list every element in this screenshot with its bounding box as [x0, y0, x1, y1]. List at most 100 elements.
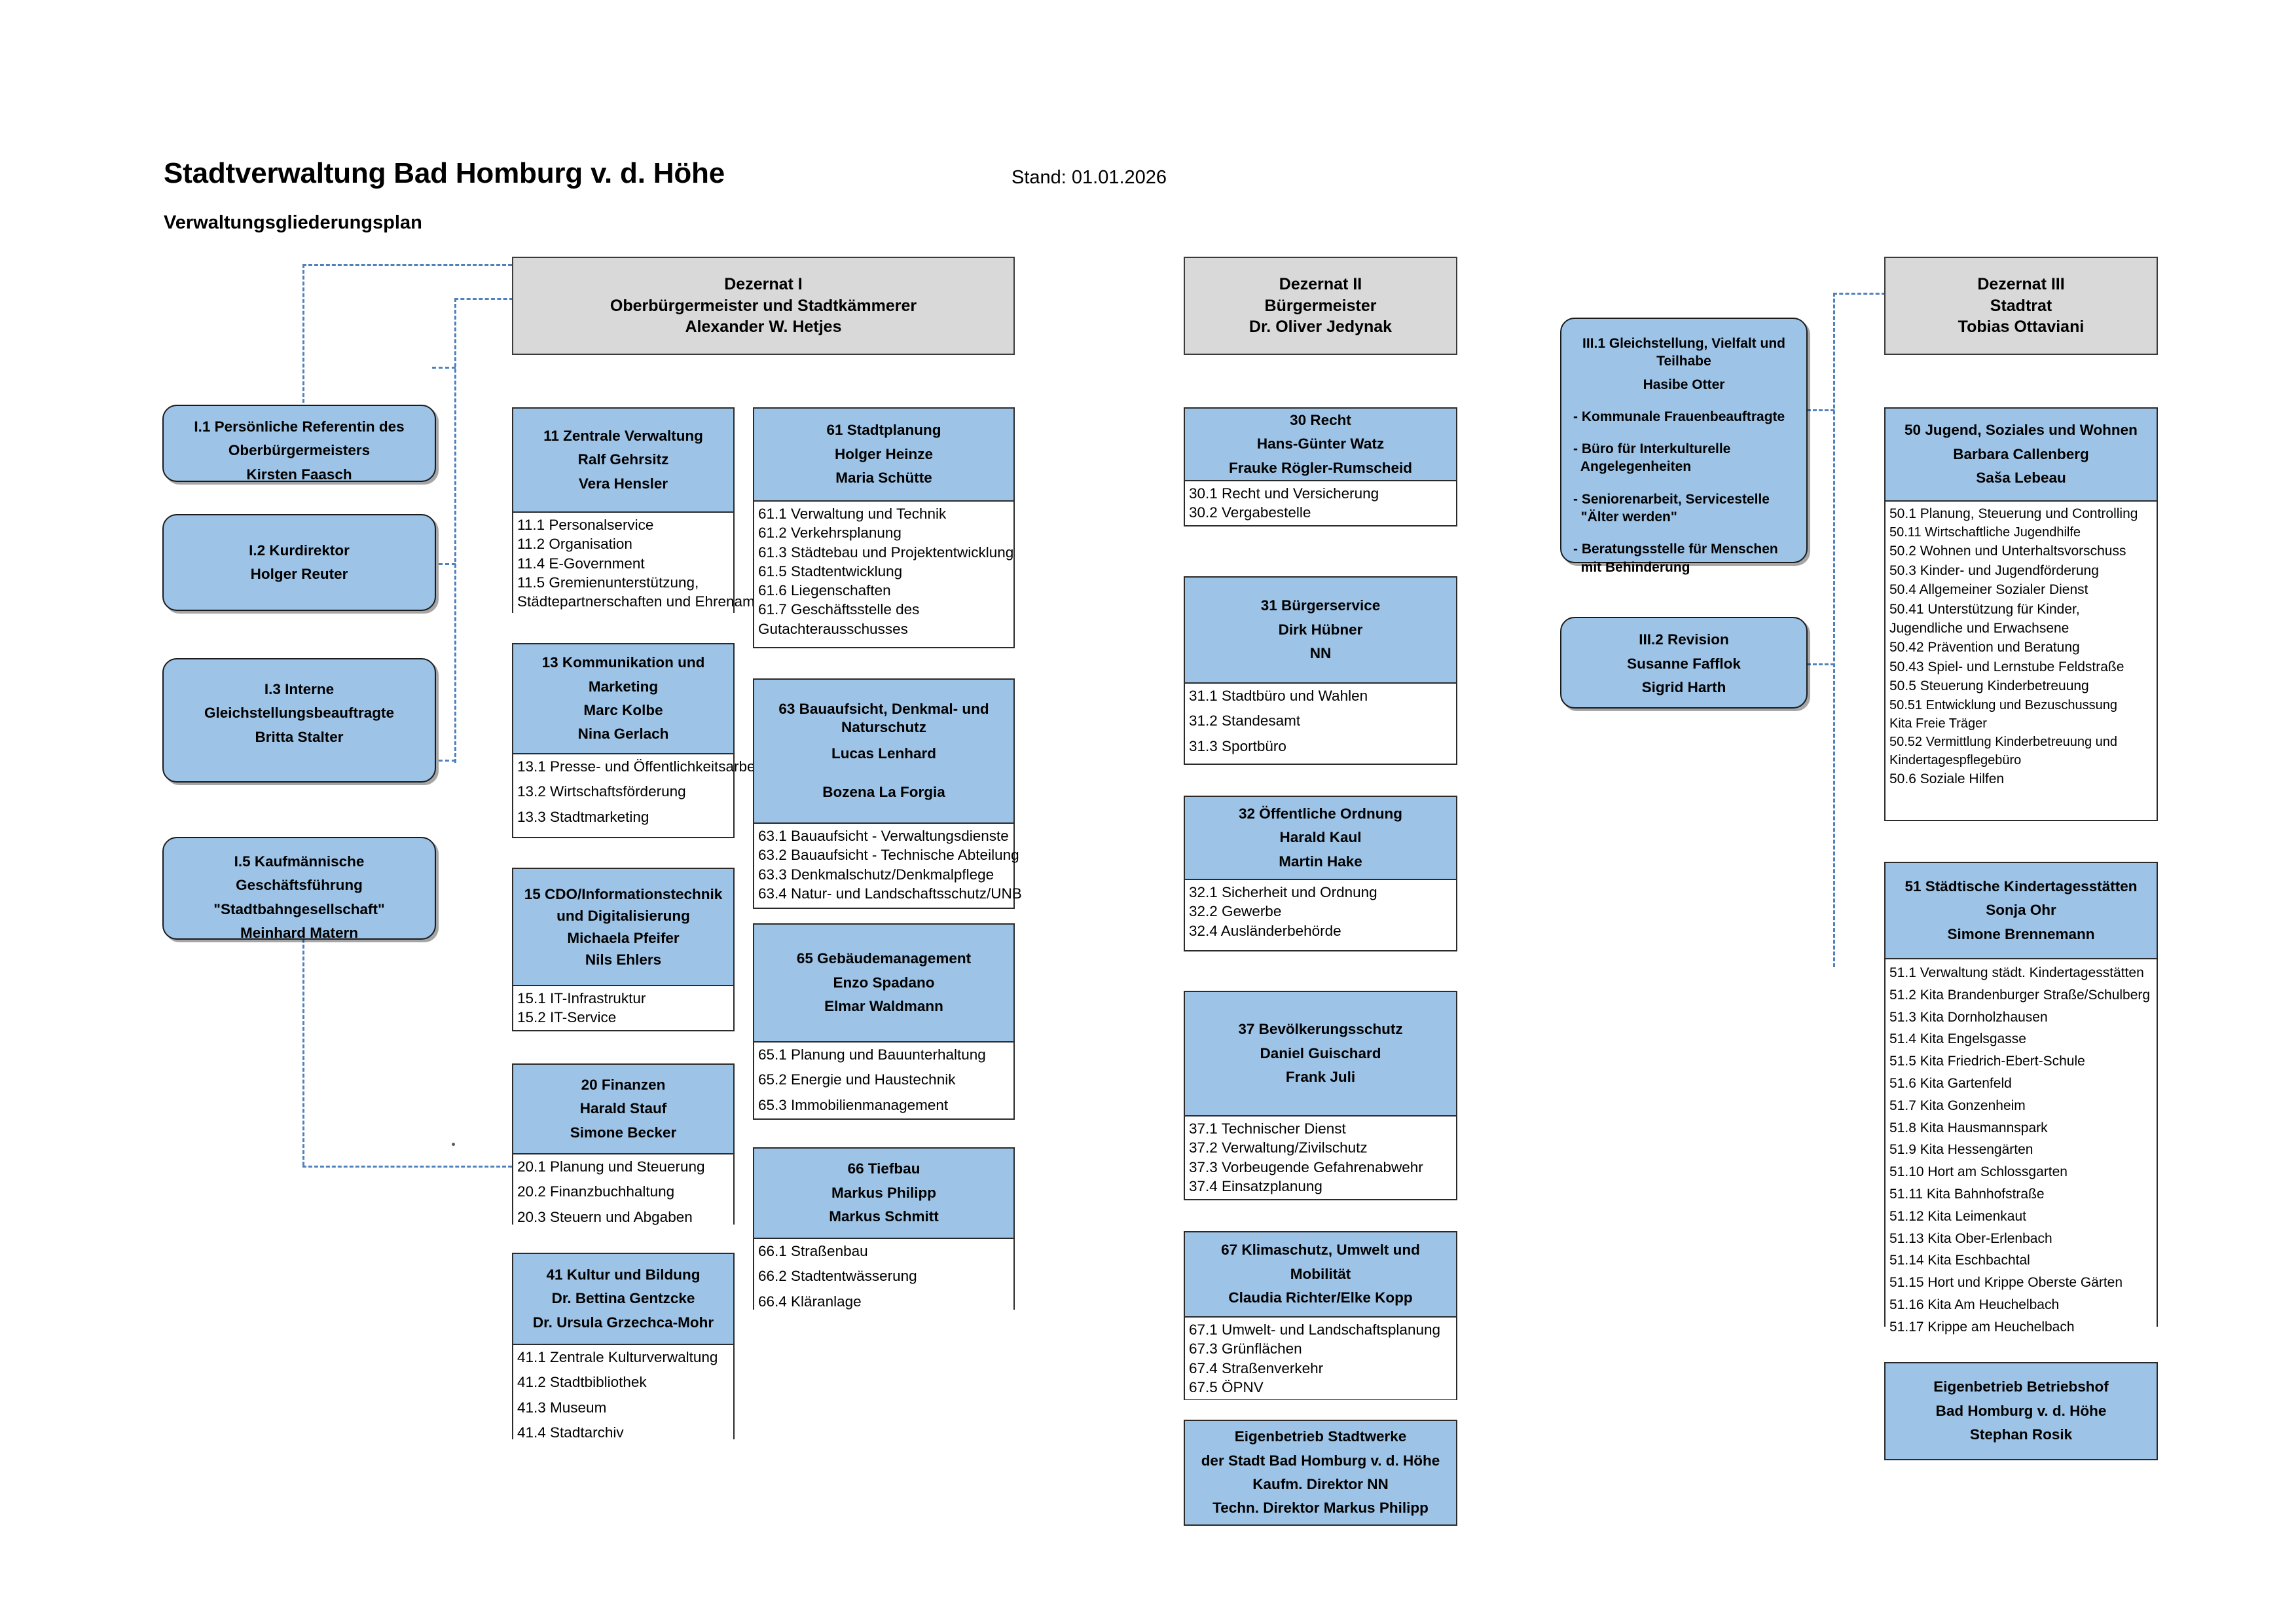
staff-line: Oberbürgermeisters	[228, 442, 371, 459]
unit-item: 50.4 Allgemeiner Sozialer Dienst	[1889, 582, 2088, 598]
unit-41[interactable]: 41 Kultur und Bildung Dr. Bettina Gentzc…	[512, 1253, 735, 1445]
unit-32[interactable]: 32 Öffentliche Ordnung Harald Kaul Marti…	[1184, 796, 1457, 951]
connector	[1833, 293, 1835, 967]
unit-header: 32 Öffentliche Ordnung Harald Kaul Marti…	[1185, 797, 1456, 879]
unit-item: 51.4 Kita Engelsgasse	[1889, 1031, 2026, 1047]
eigenbetrieb-line: Bad Homburg v. d. Höhe	[1935, 1402, 2107, 1419]
unit-item: 11.4 E-Government	[517, 555, 645, 572]
unit-header: 41 Kultur und Bildung Dr. Bettina Gentzc…	[513, 1254, 733, 1344]
unit-item: 61.7 Geschäftsstelle des	[758, 601, 920, 618]
unit-header: 20 Finanzen Harald Stauf Simone Becker	[513, 1065, 733, 1153]
connector	[1807, 409, 1834, 411]
unit-66[interactable]: 66 Tiefbau Markus Philipp Markus Schmitt…	[753, 1147, 1015, 1314]
page-subtitle: Verwaltungsgliederungsplan	[164, 212, 422, 233]
unit-65[interactable]: 65 Gebäudemanagement Enzo Spadano Elmar …	[753, 923, 1015, 1120]
unit-person: Markus Philipp	[831, 1184, 937, 1201]
unit-item: 63.1 Bauaufsicht - Verwaltungsdienste	[758, 828, 1009, 844]
unit-header: 63 Bauaufsicht, Denkmal- und Naturschutz…	[754, 680, 1013, 822]
staff-box-i1[interactable]: I.1 Persönliche Referentin des Oberbürge…	[162, 405, 436, 483]
staff-box-i5[interactable]: I.5 Kaufmännische Geschäftsführung "Stad…	[162, 837, 436, 941]
unit-person: Nils Ehlers	[585, 951, 662, 968]
unit-person: Vera Hensler	[578, 475, 668, 492]
unit-item: 37.4 Einsatzplanung	[1189, 1177, 1322, 1194]
unit-person: Simone Becker	[570, 1124, 677, 1141]
unit-item: 66.2 Stadtentwässerung	[758, 1268, 917, 1285]
unit-title: 66 Tiefbau	[847, 1160, 920, 1177]
unit-item: 31.1 Stadtbüro und Wahlen	[1189, 688, 1368, 704]
staff-line: I.3 Interne Gleichstellungsbeauftragte	[204, 681, 395, 722]
connector	[1807, 663, 1834, 665]
staff-line: I.2 Kurdirektor	[249, 542, 350, 559]
unit-person: Martin Hake	[1279, 853, 1362, 870]
unit-item: 50.2 Wohnen und Unterhaltsvorschuss	[1889, 544, 2126, 559]
unit-items: 61.1 Verwaltung und Technik 61.2 Verkehr…	[754, 500, 1013, 641]
unit-items: 67.1 Umwelt- und Landschaftsplanung 67.3…	[1185, 1316, 1456, 1399]
unit-item: 50.3 Kinder- und Jugendförderung	[1889, 563, 2099, 578]
unit-item: 65.2 Energie und Haustechnik	[758, 1071, 956, 1088]
unit-item: 63.3 Denkmalschutz/Denkmalpflege	[758, 866, 994, 883]
unit-person: NN	[1309, 645, 1332, 662]
unit-item: 31.2 Standesamt	[1189, 712, 1301, 729]
unit-30[interactable]: 30 Recht Hans-Günter Watz Frauke Rögler-…	[1184, 407, 1457, 526]
unit-item: 61.6 Liegenschaften	[758, 582, 891, 599]
staff-box-iii2[interactable]: III.2 Revision Susanne Fafflok Sigrid Ha…	[1560, 617, 1808, 709]
unit-title: 63 Bauaufsicht, Denkmal- und Naturschutz	[778, 701, 989, 735]
unit-item: 32.2 Gewerbe	[1189, 903, 1282, 920]
unit-title: 31 Bürgerservice	[1260, 597, 1381, 614]
dezernat-line3: Alexander W. Hetjes	[685, 318, 842, 337]
unit-items: 37.1 Technischer Dienst 37.2 Verwaltung/…	[1185, 1115, 1456, 1198]
unit-13[interactable]: 13 Kommunikation und Marketing Marc Kolb…	[512, 643, 763, 838]
dezernat-line2: Stadtrat	[1990, 296, 2052, 315]
unit-15[interactable]: 15 CDO/Informationstechnik und Digitalis…	[512, 868, 735, 1031]
unit-item: Städtepartnerschaften und Ehrenamt	[517, 593, 759, 610]
eigenbetrieb-line: Stephan Rosik	[1969, 1426, 2073, 1443]
eigenbetrieb-betriebshof[interactable]: Eigenbetrieb Betriebshof Bad Homburg v. …	[1884, 1362, 2158, 1460]
connector	[302, 264, 512, 266]
unit-item: 11.2 Organisation	[517, 536, 632, 553]
dezernat-line2: Oberbürgermeister und Stadtkämmerer	[610, 296, 917, 315]
unit-31[interactable]: 31 Bürgerservice Dirk Hübner NN 31.1 Sta…	[1184, 576, 1457, 765]
connector	[302, 264, 304, 415]
eigenbetrieb-line: Eigenbetrieb Betriebshof	[1933, 1378, 2109, 1395]
unit-header: 11 Zentrale Verwaltung Ralf Gehrsitz Ver…	[513, 409, 733, 511]
unit-item: 11.1 Personalservice	[517, 517, 654, 533]
unit-63[interactable]: 63 Bauaufsicht, Denkmal- und Naturschutz…	[753, 678, 1022, 909]
staff-box-i2[interactable]: I.2 Kurdirektor Holger Reuter	[162, 514, 436, 611]
staff-box-i3[interactable]: I.3 Interne Gleichstellungsbeauftragte B…	[162, 658, 436, 783]
unit-item: 13.3 Stadtmarketing	[517, 808, 649, 825]
eigenbetrieb-stadtwerke[interactable]: Eigenbetrieb Stadtwerke der Stadt Bad Ho…	[1184, 1420, 1457, 1526]
unit-header: 30 Recht Hans-Günter Watz Frauke Rögler-…	[1185, 409, 1456, 480]
unit-title: 50 Jugend, Soziales und Wohnen	[1904, 422, 2138, 439]
unit-item: Kindertagespflegebüro	[1889, 752, 2022, 767]
unit-item: 51.15 Hort und Krippe Oberste Gärten	[1889, 1275, 2123, 1291]
dezernat-header-i: Dezernat I Oberbürgermeister und Stadtkä…	[512, 257, 1015, 355]
unit-67[interactable]: 67 Klimaschutz, Umwelt und Mobilität Cla…	[1184, 1231, 1457, 1400]
unit-items: 15.1 IT-Infrastruktur 15.2 IT-Service	[513, 985, 733, 1030]
unit-item: 13.2 Wirtschaftsförderung	[517, 783, 686, 800]
dezernat-header-iii: Dezernat III Stadtrat Tobias Ottaviani	[1884, 257, 2158, 355]
unit-person: Bozena La Forgia	[822, 784, 945, 801]
unit-item: 20.2 Finanzbuchhaltung	[517, 1183, 675, 1200]
staff-bullet: - Kommunale Frauenbeauftragte	[1573, 409, 1785, 424]
unit-61[interactable]: 61 Stadtplanung Holger Heinze Maria Schü…	[753, 407, 1015, 648]
unit-item: 31.3 Sportbüro	[1189, 737, 1286, 754]
unit-20[interactable]: 20 Finanzen Harald Stauf Simone Becker 2…	[512, 1063, 735, 1229]
eigenbetrieb-line: der Stadt Bad Homburg v. d. Höhe	[1201, 1452, 1440, 1469]
unit-item: 51.5 Kita Friedrich-Ebert-Schule	[1889, 1054, 2085, 1069]
unit-51[interactable]: 51 Städtische Kindertagesstätten Sonja O…	[1884, 862, 2158, 1341]
unit-item: 13.1 Presse- und Öffentlichkeitsarbeit	[517, 758, 763, 775]
unit-items: 50.1 Planung, Steuerung und Controlling …	[1886, 500, 2157, 791]
unit-item: 50.6 Soziale Hilfen	[1889, 771, 2005, 786]
staff-box-iii1[interactable]: III.1 Gleichstellung, Vielfalt und Teilh…	[1560, 318, 1808, 575]
unit-item: 30.2 Vergabestelle	[1189, 504, 1311, 521]
unit-header: 50 Jugend, Soziales und Wohnen Barbara C…	[1886, 409, 2157, 500]
unit-37[interactable]: 37 Bevölkerungsschutz Daniel Guischard F…	[1184, 991, 1457, 1200]
unit-item: 37.3 Vorbeugende Gefahrenabwehr	[1189, 1158, 1423, 1175]
unit-item: 50.11 Wirtschaftliche Jugendhilfe	[1889, 525, 2081, 540]
unit-person: Elmar Waldmann	[824, 998, 943, 1015]
unit-11[interactable]: 11 Zentrale Verwaltung Ralf Gehrsitz Ver…	[512, 407, 759, 614]
unit-title: 41 Kultur und Bildung	[546, 1266, 701, 1283]
unit-item: 50.52 Vermittlung Kinderbetreuung und	[1889, 734, 2118, 749]
unit-50[interactable]: 50 Jugend, Soziales und Wohnen Barbara C…	[1884, 407, 2158, 821]
unit-title: 20 Finanzen	[581, 1076, 666, 1093]
